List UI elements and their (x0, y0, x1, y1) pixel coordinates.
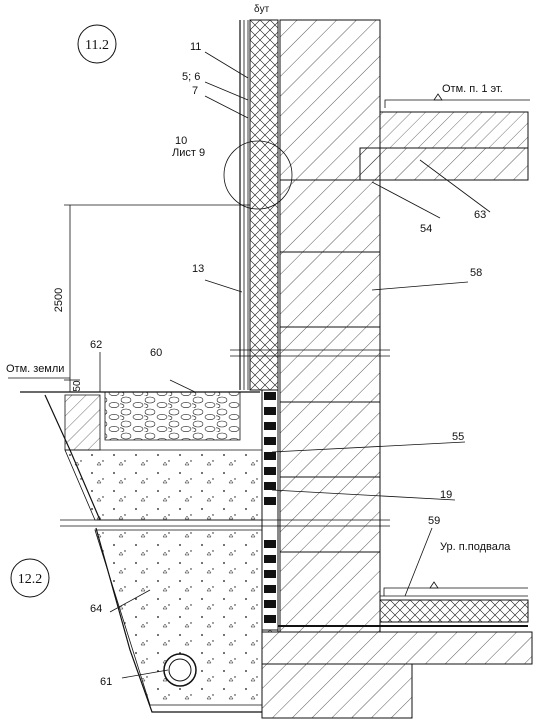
sheet-ref-11-2-label: 11.2 (85, 38, 109, 53)
delta-label: δут (254, 4, 270, 15)
sheet-ref-12-2 (10, 558, 50, 598)
callout-61: 61 (100, 676, 112, 688)
callout-55: 55 (452, 431, 464, 443)
callout-10: 10 (175, 135, 187, 147)
callout-60: 60 (150, 347, 162, 359)
callout-7: 7 (192, 85, 198, 97)
basement-floor (379, 599, 529, 623)
callout-64: 64 (90, 603, 102, 615)
level-ground: Отм. земли (6, 363, 64, 375)
callout-62: 62 (90, 339, 102, 351)
callout-11: 11 (190, 41, 201, 53)
backfill (64, 449, 263, 521)
level-first-floor: Отм. п. 1 эт. (442, 83, 503, 95)
dim-50: 50 (72, 380, 83, 392)
brick-protection (261, 389, 279, 631)
callout-19: 19 (440, 489, 452, 501)
footing (261, 631, 533, 665)
callout-54: 54 (420, 223, 432, 235)
gravel-layer (104, 391, 241, 441)
callout-13: 13 (192, 263, 204, 275)
callout-5-6: 5; 6 (182, 71, 200, 83)
detail-circle (223, 140, 293, 210)
insulation-layer (249, 19, 279, 391)
callout-63: 63 (474, 209, 486, 221)
dim-2500: 2500 (53, 288, 65, 312)
level-basement: Ур. п.подвала (440, 541, 511, 553)
floor-slab (379, 111, 529, 149)
callout-sheet-9: Лист 9 (172, 147, 205, 159)
sheet-ref-11-2 (77, 24, 117, 64)
callout-59: 59 (428, 515, 440, 527)
callout-58: 58 (470, 267, 482, 279)
sheet-ref-12-2-label: 12.2 (18, 572, 43, 587)
